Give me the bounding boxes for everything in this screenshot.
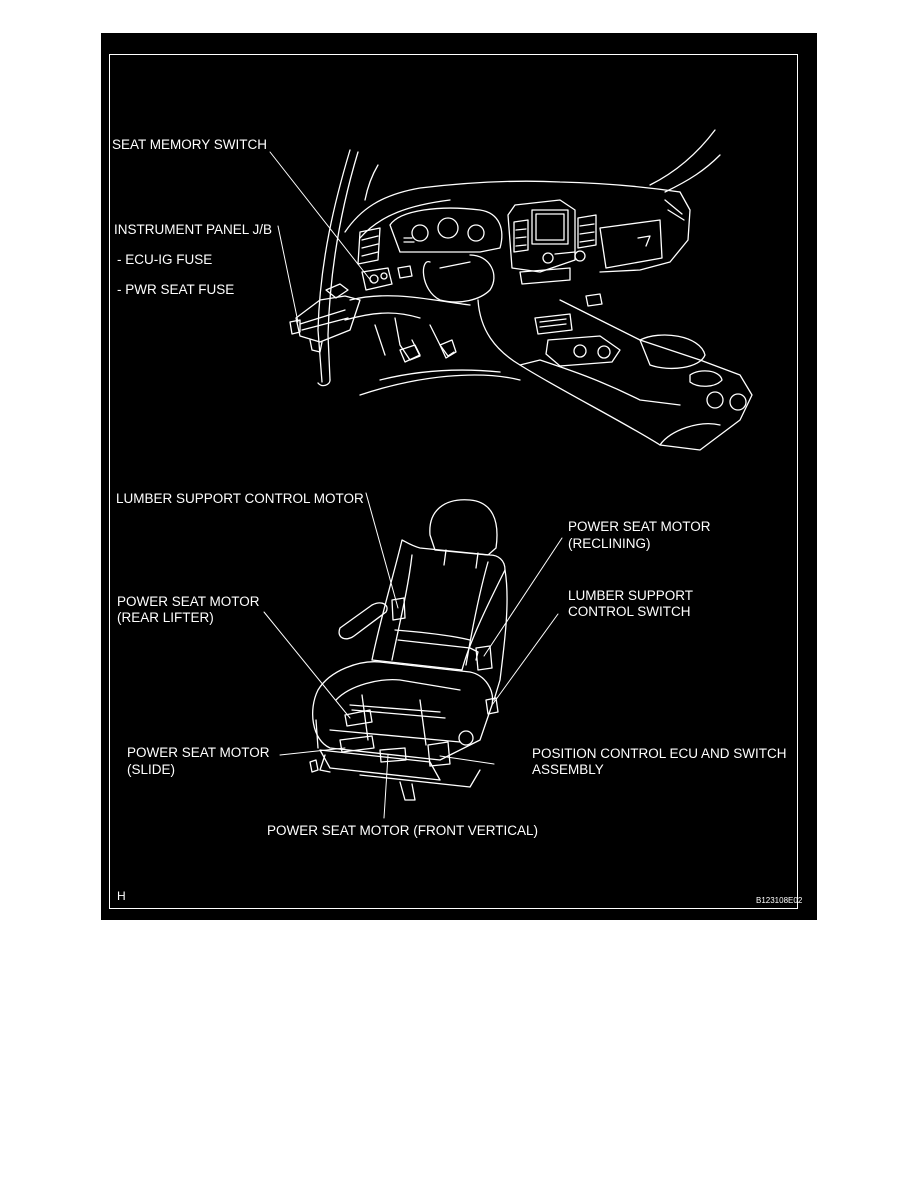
label-lumber-support-control-switch-line1: LUMBER SUPPORT: [568, 588, 694, 603]
leader-lines: [263, 151, 563, 819]
label-seat-memory-switch: SEAT MEMORY SWITCH: [112, 137, 268, 152]
seat-illustration: [309, 499, 508, 801]
label-power-seat-motor-slide-line2: (SLIDE): [127, 762, 176, 777]
label-ecu-ig-fuse: - ECU-IG FUSE: [117, 252, 213, 267]
label-power-seat-motor-rear-lifter-line1: POWER SEAT MOTOR: [117, 594, 260, 609]
dashboard-illustration: [289, 129, 753, 451]
figure-id: B123108E02: [756, 896, 803, 905]
label-power-seat-motor-rear-lifter-line2: (REAR LIFTER): [117, 610, 214, 625]
label-power-seat-motor-reclining-line1: POWER SEAT MOTOR: [568, 519, 711, 534]
view-code: H: [117, 889, 126, 903]
label-position-control-ecu-line2: ASSEMBLY: [532, 762, 604, 777]
label-power-seat-motor-front-vertical: POWER SEAT MOTOR (FRONT VERTICAL): [267, 823, 539, 838]
label-lumber-support-control-switch-line2: CONTROL SWITCH: [568, 604, 691, 619]
label-power-seat-motor-slide-line1: POWER SEAT MOTOR: [127, 745, 270, 760]
label-power-seat-motor-reclining-line2: (RECLINING): [568, 536, 651, 551]
panel-border: [109, 54, 798, 909]
label-instrument-panel-jb: INSTRUMENT PANEL J/B: [114, 222, 273, 237]
label-pwr-seat-fuse: - PWR SEAT FUSE: [117, 282, 235, 297]
label-position-control-ecu-line1: POSITION CONTROL ECU AND SWITCH: [532, 746, 787, 761]
label-lumber-support-control-motor: LUMBER SUPPORT CONTROL MOTOR: [116, 491, 364, 506]
diagram-panel: [101, 33, 817, 920]
